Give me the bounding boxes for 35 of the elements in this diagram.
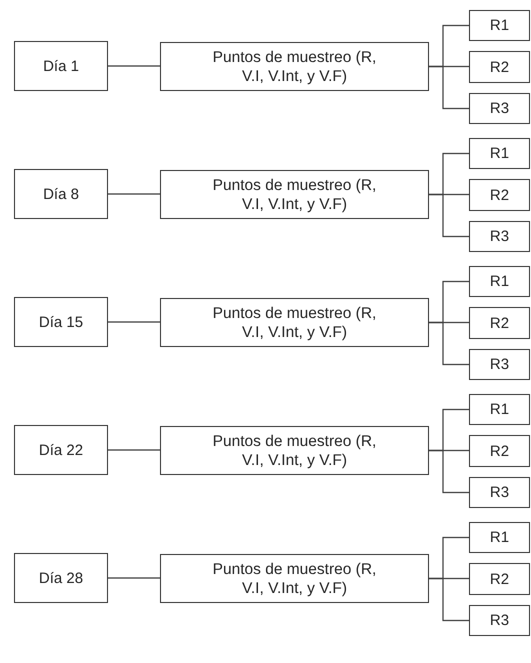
sampling-points-box: Puntos de muestreo (R, V.I, V.Int, y V.F) xyxy=(160,170,429,219)
replicate-box: R1 xyxy=(469,522,530,553)
day-box: Día 28 xyxy=(14,553,108,603)
connector-line xyxy=(108,449,160,451)
connector-line xyxy=(429,578,469,622)
replicate-box: R3 xyxy=(469,477,530,508)
replicate-box: R2 xyxy=(469,179,530,211)
replicate-box: R3 xyxy=(469,93,530,124)
replicate-box: R1 xyxy=(469,138,530,169)
connector-line xyxy=(429,66,469,110)
replicate-box: R2 xyxy=(469,307,530,339)
day-box: Día 8 xyxy=(14,169,108,219)
replicate-box: R2 xyxy=(469,435,530,467)
connector-line xyxy=(108,321,160,323)
replicate-box: R2 xyxy=(469,563,530,595)
day-box: Día 1 xyxy=(14,41,108,91)
day-box: Día 15 xyxy=(14,297,108,347)
day-box: Día 22 xyxy=(14,425,108,475)
replicate-box: R3 xyxy=(469,605,530,636)
connector-line xyxy=(108,193,160,195)
replicate-box: R1 xyxy=(469,10,530,41)
replicate-box: R3 xyxy=(469,221,530,252)
connector-line xyxy=(429,450,469,494)
connector-line xyxy=(429,322,469,366)
replicate-box: R1 xyxy=(469,266,530,297)
connector-line xyxy=(429,194,469,238)
replicate-box: R2 xyxy=(469,51,530,83)
replicate-box: R3 xyxy=(469,349,530,380)
connector-line xyxy=(108,577,160,579)
connector-line xyxy=(108,65,160,67)
sampling-points-box: Puntos de muestreo (R, V.I, V.Int, y V.F) xyxy=(160,554,429,603)
sampling-points-box: Puntos de muestreo (R, V.I, V.Int, y V.F) xyxy=(160,42,429,91)
sampling-points-box: Puntos de muestreo (R, V.I, V.Int, y V.F) xyxy=(160,426,429,475)
sampling-points-box: Puntos de muestreo (R, V.I, V.Int, y V.F) xyxy=(160,298,429,347)
replicate-box: R1 xyxy=(469,394,530,425)
